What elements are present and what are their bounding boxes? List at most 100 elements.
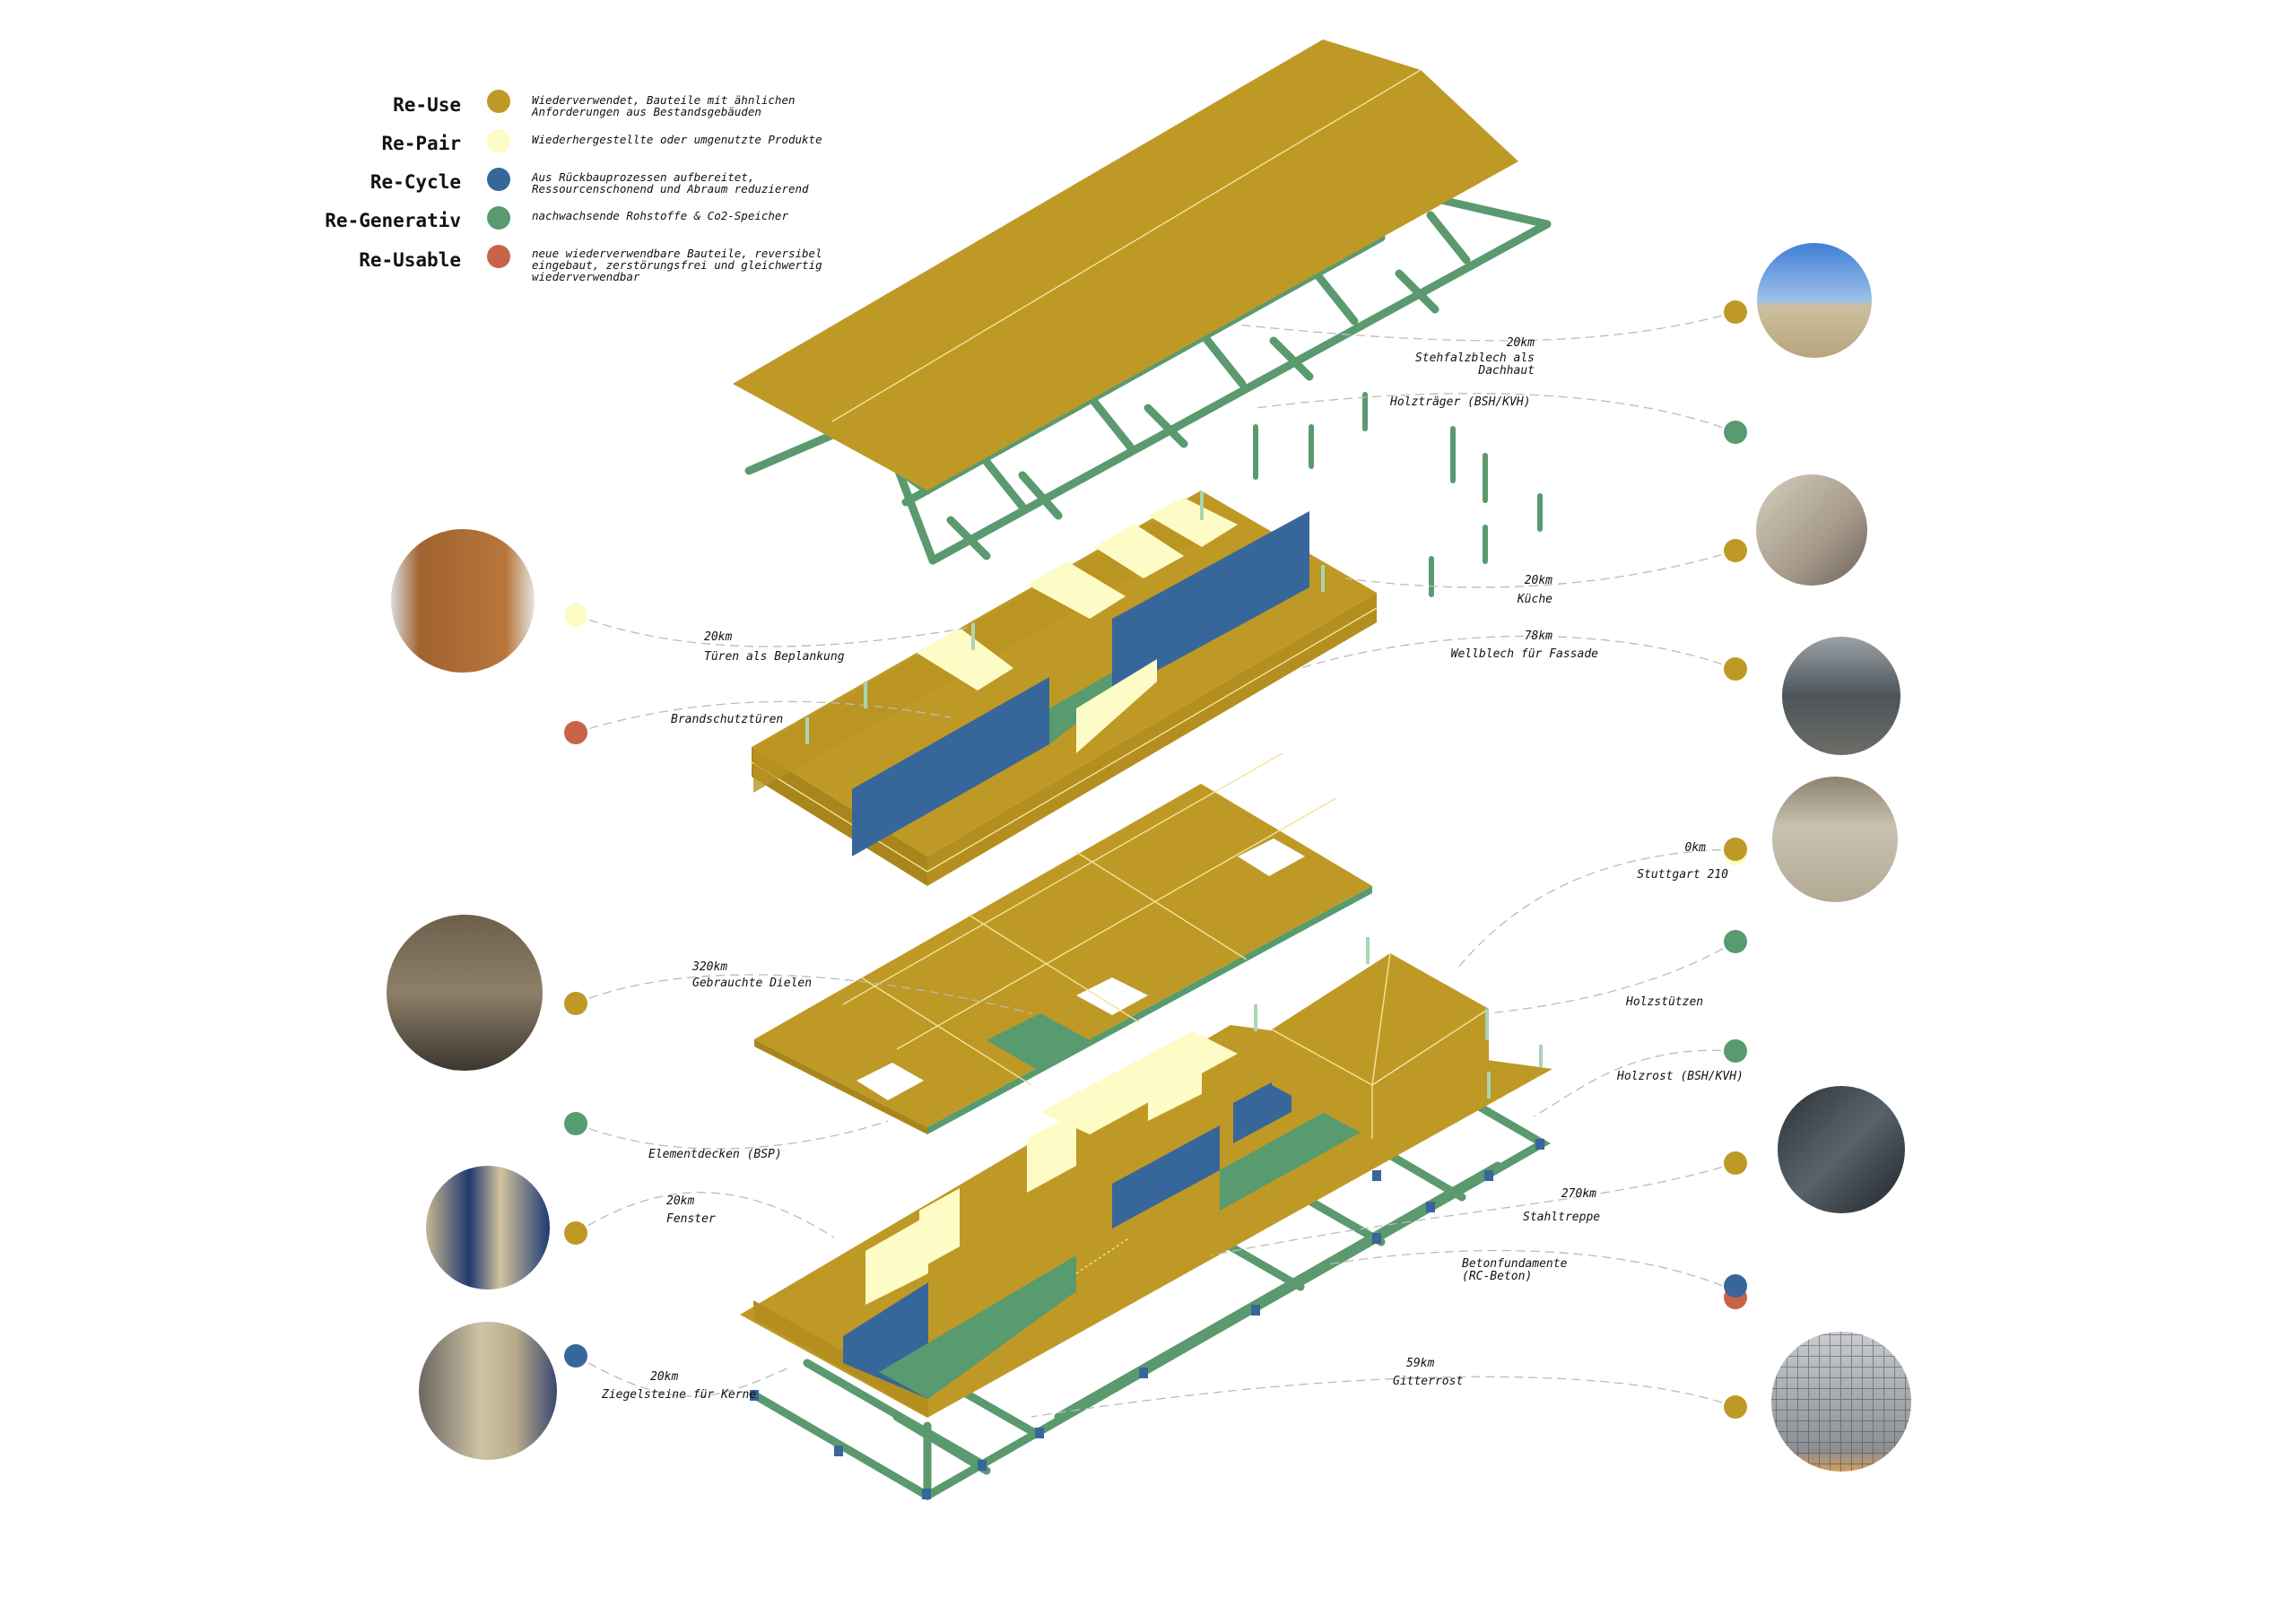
roof-ridge xyxy=(831,69,1422,422)
legend-item-re-use: Re-Use Wiederverwendet, Bauteile mit ähn… xyxy=(393,90,796,118)
material-label: Holzträger (BSH/KVH) xyxy=(1389,395,1531,409)
timber-posts xyxy=(1253,392,1543,597)
re-usable-dot-icon xyxy=(487,245,510,268)
distance-label: 20km xyxy=(650,1370,678,1384)
legend-desc: wiederverwendbar xyxy=(532,270,640,283)
re-use-dot-icon xyxy=(487,90,510,113)
re-use-dot-icon xyxy=(1724,1395,1747,1419)
distance-label: 0km xyxy=(1685,841,1707,855)
recycled-brick-core xyxy=(852,677,1049,856)
callout-holztraeger: Holzträger (BSH/KVH) xyxy=(1389,395,1747,444)
material-label: Holzstützen xyxy=(1625,995,1703,1009)
legend-label: Re-Pair xyxy=(381,133,461,154)
legend-desc: Wiederverwendet, Bauteile mit ähnlichen xyxy=(532,93,796,107)
callout-holzstuetzen: Holzstützen xyxy=(1625,930,1747,1009)
legend-label: Re-Generativ xyxy=(325,210,461,231)
callout-stahltreppe: 270km Stahltreppe xyxy=(1523,1086,1905,1224)
distance-label: 20km xyxy=(704,630,732,644)
distance-label: 270km xyxy=(1561,1187,1596,1201)
re-use-dot-icon xyxy=(1724,838,1747,861)
legend-label: Re-Usable xyxy=(359,249,461,271)
distance-label: 320km xyxy=(691,960,727,974)
legend-item-re-usable: Re-Usable neue wiederverwendbare Bauteil… xyxy=(359,245,822,283)
steel-stair xyxy=(1075,1237,1131,1274)
legend-desc: neue wiederverwendbare Bauteile, reversi… xyxy=(532,247,822,260)
photo-brick-wall[interactable] xyxy=(419,1322,557,1460)
callout-brandschutz: Brandschutztüren xyxy=(564,713,783,744)
ground-floor xyxy=(740,937,1552,1501)
material-label: Stehfalzblech als xyxy=(1415,352,1535,365)
re-use-dot-icon xyxy=(1724,539,1747,562)
material-label: Fenster xyxy=(666,1212,716,1226)
legend-desc: Wiederhergestellte oder umgenutzte Produ… xyxy=(532,133,822,146)
photo-roof-building[interactable] xyxy=(1757,243,1872,358)
material-label: Gitterrost xyxy=(1393,1375,1463,1388)
material-label: Brandschutztüren xyxy=(671,713,783,726)
legend-item-re-pair: Re-Pair Wiederhergestellte oder umgenutz… xyxy=(381,129,822,154)
re-generativ-dot-icon xyxy=(487,206,510,230)
material-label: Küche xyxy=(1517,593,1552,606)
re-cycle-dot-icon xyxy=(487,168,510,191)
distance-label: 20km xyxy=(1525,574,1552,587)
callout-tueren: 20km Türen als Beplankung xyxy=(391,529,845,673)
upper-floor xyxy=(751,491,1378,886)
material-label: Gebrauchte Dielen xyxy=(692,977,812,990)
photo-corrugated-facade[interactable] xyxy=(1782,637,1900,755)
legend-desc: Aus Rückbauprozessen aufbereitet, xyxy=(531,170,754,184)
legend: Re-Use Wiederverwendet, Bauteile mit ähn… xyxy=(325,90,822,283)
re-generativ-dot-icon xyxy=(1724,421,1747,444)
repair-partition xyxy=(1076,659,1157,753)
material-label: Stuttgart 210 xyxy=(1637,868,1728,881)
re-generativ-dot-icon xyxy=(1724,1039,1747,1063)
callout-stehfalzblech: 20km Stehfalzblech als Dachhaut xyxy=(1415,243,1872,378)
legend-desc: Anforderungen aus Bestandsgebäuden xyxy=(531,105,761,118)
legend-desc: eingebaut, zerstörungsfrei und gleichwer… xyxy=(532,258,822,272)
leader-lines xyxy=(575,311,1736,1418)
re-use-dot-icon xyxy=(564,1221,587,1245)
grating-pattern xyxy=(1771,1332,1911,1472)
photo-windows[interactable] xyxy=(426,1166,550,1290)
distance-label: 20km xyxy=(666,1194,694,1208)
callout-elementdecken: Elementdecken (BSP) xyxy=(564,1112,782,1161)
callout-betonfundamente: Betonfundamente (RC-Beton) xyxy=(1462,1257,1747,1309)
callout-fenster: 20km Fenster xyxy=(426,1166,716,1290)
re-use-dot-icon xyxy=(1724,300,1747,324)
re-use-dot-icon xyxy=(564,992,587,1015)
re-cycle-dot-icon xyxy=(564,1344,587,1368)
legend-desc: Ressourcenschonend und Abraum reduzieren… xyxy=(532,182,809,195)
photo-steel-stair[interactable] xyxy=(1778,1086,1905,1213)
photo-door[interactable] xyxy=(391,529,535,673)
callout-dielen: 320km Gebrauchte Dielen xyxy=(387,915,812,1071)
used-floorboards-patch xyxy=(987,1013,1090,1069)
existing-building-volume xyxy=(1272,953,1489,1139)
distance-label: 59km xyxy=(1406,1357,1434,1370)
material-label: Stahltreppe xyxy=(1523,1211,1600,1224)
re-pair-dot-icon xyxy=(564,604,587,627)
distance-label: 20km xyxy=(1507,336,1535,350)
callout-holzrost: Holzrost (BSH/KVH) xyxy=(1616,1039,1747,1083)
callout-kueche: 20km Küche xyxy=(1517,474,1867,606)
material-label: Wellblech für Fassade xyxy=(1451,647,1599,661)
re-usable-dot-icon xyxy=(564,721,587,744)
photo-stuttgart-hall[interactable] xyxy=(1772,777,1898,902)
callout-stuttgart: 0km Stuttgart 210 xyxy=(1637,777,1898,902)
re-generativ-dot-icon xyxy=(564,1112,587,1135)
repair-partition xyxy=(1027,1112,1076,1193)
material-label: Ziegelsteine für Kerne xyxy=(601,1388,756,1402)
recycled-brick-core xyxy=(1112,511,1309,695)
re-cycle-dot-icon xyxy=(1724,1274,1747,1298)
material-label: Elementdecken (BSP) xyxy=(648,1148,782,1161)
material-label: Betonfundamente xyxy=(1462,1257,1568,1271)
legend-desc: nachwachsende Rohstoffe & Co2-Speicher xyxy=(532,209,788,222)
legend-item-re-cycle: Re-Cycle Aus Rückbauprozessen aufbereite… xyxy=(370,168,809,195)
photo-floorboards[interactable] xyxy=(387,915,543,1071)
callout-ziegelsteine: 20km Ziegelsteine für Kerne xyxy=(419,1322,756,1460)
roof-level xyxy=(733,39,1552,597)
photo-kitchen[interactable] xyxy=(1756,474,1867,586)
callout-wellblech: 78km Wellblech für Fassade xyxy=(1451,630,1900,755)
re-pair-dot-icon xyxy=(487,129,510,152)
re-use-dot-icon xyxy=(1724,657,1747,681)
clt-slab xyxy=(754,752,1372,1134)
material-label: Türen als Beplankung xyxy=(704,650,845,664)
material-label: Dachhaut xyxy=(1477,364,1535,378)
